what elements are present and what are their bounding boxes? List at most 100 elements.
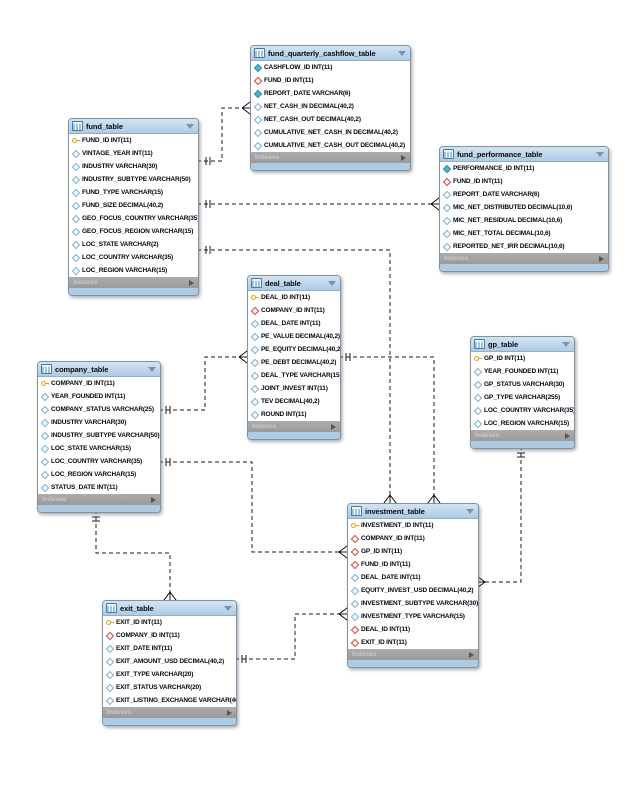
- relationship-fund-cashflow[interactable]: [197, 101, 251, 165]
- table-header[interactable]: fund_quarterly_cashflow_table: [251, 46, 410, 61]
- relationship-deal-investment[interactable]: [339, 353, 441, 504]
- table-header[interactable]: company_table: [38, 362, 160, 377]
- column-row[interactable]: PE_VALUE DECIMAL(40,2): [248, 330, 340, 343]
- column-row[interactable]: JOINT_INVEST INT(11): [248, 382, 340, 395]
- column-row[interactable]: YEAR_FOUNDED INT(11): [471, 365, 574, 378]
- column-row[interactable]: EXIT_LISTING_EXCHANGE VARCHAR(40): [103, 694, 236, 707]
- indexes-bar[interactable]: Indexes: [248, 421, 340, 432]
- relationship-fund-investment[interactable]: [197, 246, 397, 504]
- column-row[interactable]: LOC_REGION VARCHAR(15): [38, 468, 160, 481]
- column-row[interactable]: YEAR_FOUNDED INT(11): [38, 390, 160, 403]
- column-row[interactable]: EXIT_ID INT(11): [348, 636, 478, 649]
- column-row[interactable]: ROUND INT(11): [248, 408, 340, 421]
- relationship-fund-performance[interactable]: [197, 197, 440, 211]
- collapse-icon[interactable]: [596, 151, 604, 157]
- column-row[interactable]: TEV DECIMAL(40,2): [248, 395, 340, 408]
- relationship-company-deal[interactable]: [159, 350, 248, 414]
- collapse-icon[interactable]: [224, 605, 232, 611]
- column-row[interactable]: CASHFLOW_ID INT(11): [251, 61, 410, 74]
- indexes-bar[interactable]: Indexes: [251, 152, 410, 163]
- column-row[interactable]: INDUSTRY VARCHAR(30): [38, 416, 160, 429]
- indexes-bar[interactable]: Indexes: [440, 253, 608, 264]
- column-row[interactable]: EXIT_AMOUNT_USD DECIMAL(40,2): [103, 655, 236, 668]
- column-row[interactable]: GEO_FOCUS_COUNTRY VARCHAR(35): [69, 212, 198, 225]
- expand-icon[interactable]: [469, 651, 474, 658]
- column-row[interactable]: FUND_ID INT(11): [69, 134, 198, 147]
- table-deal[interactable]: deal_table DEAL_ID INT(11) COMPANY_ID IN…: [247, 275, 341, 440]
- column-row[interactable]: GP_STATUS VARCHAR(30): [471, 378, 574, 391]
- column-row[interactable]: COMPANY_ID INT(11): [38, 377, 160, 390]
- column-row[interactable]: MIC_NET_TOTAL DECIMAL(10,6): [440, 227, 608, 240]
- column-row[interactable]: DEAL_DATE INT(11): [248, 317, 340, 330]
- column-row[interactable]: EXIT_DATE INT(11): [103, 642, 236, 655]
- column-row[interactable]: FUND_SIZE DECIMAL(40,2): [69, 199, 198, 212]
- column-row[interactable]: LOC_STATE VARCHAR(15): [38, 442, 160, 455]
- expand-icon[interactable]: [227, 709, 232, 716]
- table-header[interactable]: fund_performance_table: [440, 147, 608, 162]
- table-gp[interactable]: gp_table GP_ID INT(11) YEAR_FOUNDED INT(…: [470, 336, 575, 449]
- column-row[interactable]: MIC_NET_DISTRIBUTED DECIMAL(10,6): [440, 201, 608, 214]
- collapse-icon[interactable]: [328, 280, 336, 286]
- indexes-bar[interactable]: Indexes: [348, 649, 478, 660]
- column-row[interactable]: INDUSTRY_SUBTYPE VARCHAR(50): [69, 173, 198, 186]
- relationship-company-investment[interactable]: [159, 458, 348, 559]
- column-row[interactable]: INDUSTRY VARCHAR(30): [69, 160, 198, 173]
- column-row[interactable]: FUND_TYPE VARCHAR(15): [69, 186, 198, 199]
- column-row[interactable]: FUND_ID INT(11): [251, 74, 410, 87]
- table-fund-quarterly-cashflow[interactable]: fund_quarterly_cashflow_table CASHFLOW_I…: [250, 45, 411, 171]
- column-row[interactable]: INVESTMENT_ID INT(11): [348, 519, 478, 532]
- expand-icon[interactable]: [151, 496, 156, 503]
- column-row[interactable]: PE_DEBT DECIMAL(40,2): [248, 356, 340, 369]
- column-row[interactable]: COMPANY_ID INT(11): [348, 532, 478, 545]
- collapse-icon[interactable]: [398, 50, 406, 56]
- table-company[interactable]: company_table COMPANY_ID INT(11) YEAR_FO…: [37, 361, 161, 513]
- column-row[interactable]: LOC_STATE VARCHAR(2): [69, 238, 198, 251]
- table-exit[interactable]: exit_table EXIT_ID INT(11) COMPANY_ID IN…: [102, 600, 237, 726]
- column-row[interactable]: NET_CASH_OUT DECIMAL(40,2): [251, 113, 410, 126]
- table-header[interactable]: exit_table: [103, 601, 236, 616]
- column-row[interactable]: REPORTED_NET_IRR DECIMAL(10,6): [440, 240, 608, 253]
- column-row[interactable]: LOC_REGION VARCHAR(15): [69, 264, 198, 277]
- collapse-icon[interactable]: [148, 366, 156, 372]
- column-row[interactable]: NET_CASH_IN DECIMAL(40,2): [251, 100, 410, 113]
- column-row[interactable]: PE_EQUITY DECIMAL(40,2): [248, 343, 340, 356]
- column-row[interactable]: INVESTMENT_SUBTYPE VARCHAR(30): [348, 597, 478, 610]
- relationship-company-exit[interactable]: [92, 510, 177, 601]
- column-row[interactable]: STATUS_DATE INT(11): [38, 481, 160, 494]
- column-row[interactable]: FUND_ID INT(11): [440, 175, 608, 188]
- expand-icon[interactable]: [599, 255, 604, 262]
- expand-icon[interactable]: [565, 432, 570, 439]
- column-row[interactable]: EXIT_TYPE VARCHAR(20): [103, 668, 236, 681]
- column-row[interactable]: INVESTMENT_TYPE VARCHAR(15): [348, 610, 478, 623]
- indexes-bar[interactable]: Indexes: [471, 430, 574, 441]
- column-row[interactable]: COMPANY_ID INT(11): [248, 304, 340, 317]
- column-row[interactable]: PERFORMANCE_ID INT(11): [440, 162, 608, 175]
- column-row[interactable]: GP_TYPE VARCHAR(255): [471, 391, 574, 404]
- expand-icon[interactable]: [401, 154, 406, 161]
- column-row[interactable]: COMPANY_ID INT(11): [103, 629, 236, 642]
- collapse-icon[interactable]: [186, 123, 194, 129]
- table-header[interactable]: gp_table: [471, 337, 574, 352]
- collapse-icon[interactable]: [562, 341, 570, 347]
- table-investment[interactable]: investment_table INVESTMENT_ID INT(11) C…: [347, 503, 479, 668]
- table-header[interactable]: investment_table: [348, 504, 478, 519]
- column-row[interactable]: CUMULATIVE_NET_CASH_OUT DECIMAL(40,2): [251, 139, 410, 152]
- collapse-icon[interactable]: [466, 508, 474, 514]
- column-row[interactable]: FUND_ID INT(11): [348, 558, 478, 571]
- column-row[interactable]: GP_ID INT(11): [348, 545, 478, 558]
- column-row[interactable]: REPORT_DATE VARCHAR(6): [251, 87, 410, 100]
- table-fund-performance[interactable]: fund_performance_table PERFORMANCE_ID IN…: [439, 146, 609, 272]
- table-header[interactable]: deal_table: [248, 276, 340, 291]
- indexes-bar[interactable]: Indexes: [103, 707, 236, 718]
- column-row[interactable]: MIC_NET_RESIDUAL DECIMAL(10,6): [440, 214, 608, 227]
- column-row[interactable]: DEAL_ID INT(11): [348, 623, 478, 636]
- table-header[interactable]: fund_table: [69, 119, 198, 134]
- expand-icon[interactable]: [189, 279, 194, 286]
- column-row[interactable]: COMPANY_STATUS VARCHAR(25): [38, 403, 160, 416]
- column-row[interactable]: LOC_REGION VARCHAR(15): [471, 417, 574, 430]
- column-row[interactable]: DEAL_ID INT(11): [248, 291, 340, 304]
- relationship-gp-investment[interactable]: [476, 446, 525, 589]
- column-row[interactable]: INDUSTRY_SUBTYPE VARCHAR(50): [38, 429, 160, 442]
- column-row[interactable]: EXIT_ID INT(11): [103, 616, 236, 629]
